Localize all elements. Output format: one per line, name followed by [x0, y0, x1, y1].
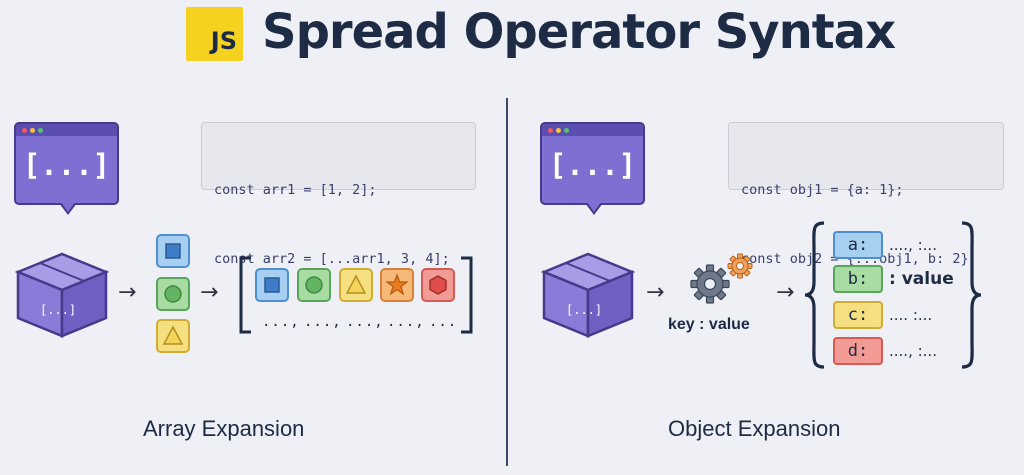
object-key-c: c: [833, 301, 883, 329]
object-value-a: ...., :... [889, 236, 937, 254]
result-dots-2: ..., [304, 314, 342, 330]
object-key-d: d: [833, 337, 883, 365]
result-dots-3: ..., [346, 314, 384, 330]
object-arrow-2: → [776, 280, 795, 305]
array-code-line-2: const arr2 = [...arr1, 3, 4]; [214, 251, 450, 267]
result-dots-5: ... [429, 314, 458, 330]
object-box-label: [...] [566, 303, 602, 317]
array-arrow-2: → [200, 280, 219, 305]
result-blue-square-tile [255, 268, 289, 302]
object-key-a: a: [833, 231, 883, 259]
object-value-c: .... :... [889, 306, 933, 324]
array-caption: Array Expansion [143, 416, 305, 441]
result-red-hexagon-tile [421, 268, 455, 302]
array-box-label: [...] [40, 303, 76, 317]
js-logo: JS [186, 7, 243, 61]
object-code-line-1: const obj1 = {a: 1}; [741, 182, 904, 198]
object-window-icon: [...] [540, 122, 645, 215]
result-orange-star-tile [380, 268, 414, 302]
panel-divider [506, 98, 508, 466]
object-value-b: : value [889, 269, 954, 289]
object-box-icon: [...] [540, 252, 636, 338]
yellow-triangle-tile [156, 319, 190, 353]
result-yellow-triangle-tile [339, 268, 373, 302]
right-square-bracket [461, 256, 473, 334]
left-curly-brace [804, 221, 825, 369]
left-square-bracket [239, 256, 251, 334]
object-key-b: b: [833, 265, 883, 293]
array-window-icon: [...] [14, 122, 119, 215]
array-code-line-1: const arr1 = [1, 2]; [214, 182, 377, 198]
gears-icon [690, 253, 753, 304]
key-value-label: key : value [668, 316, 750, 333]
result-dots-1: ..., [262, 314, 300, 330]
object-code-block: const obj1 = {a: 1}; const obj2 = {...ob… [728, 122, 1004, 267]
result-green-circle-tile [297, 268, 331, 302]
blue-square-tile [156, 234, 190, 268]
object-value-d: ...., :... [889, 342, 937, 360]
green-circle-tile [156, 277, 190, 311]
page-title: Spread Operator Syntax [262, 4, 896, 60]
right-curly-brace [961, 221, 982, 369]
array-box-icon: [...] [14, 252, 110, 338]
array-arrow-1: → [118, 280, 137, 305]
object-caption: Object Expansion [668, 416, 841, 441]
result-dots-4: ..., [387, 314, 425, 330]
object-arrow-1: → [646, 280, 665, 305]
array-code-block: const arr1 = [1, 2]; const arr2 = [...ar… [201, 122, 476, 267]
